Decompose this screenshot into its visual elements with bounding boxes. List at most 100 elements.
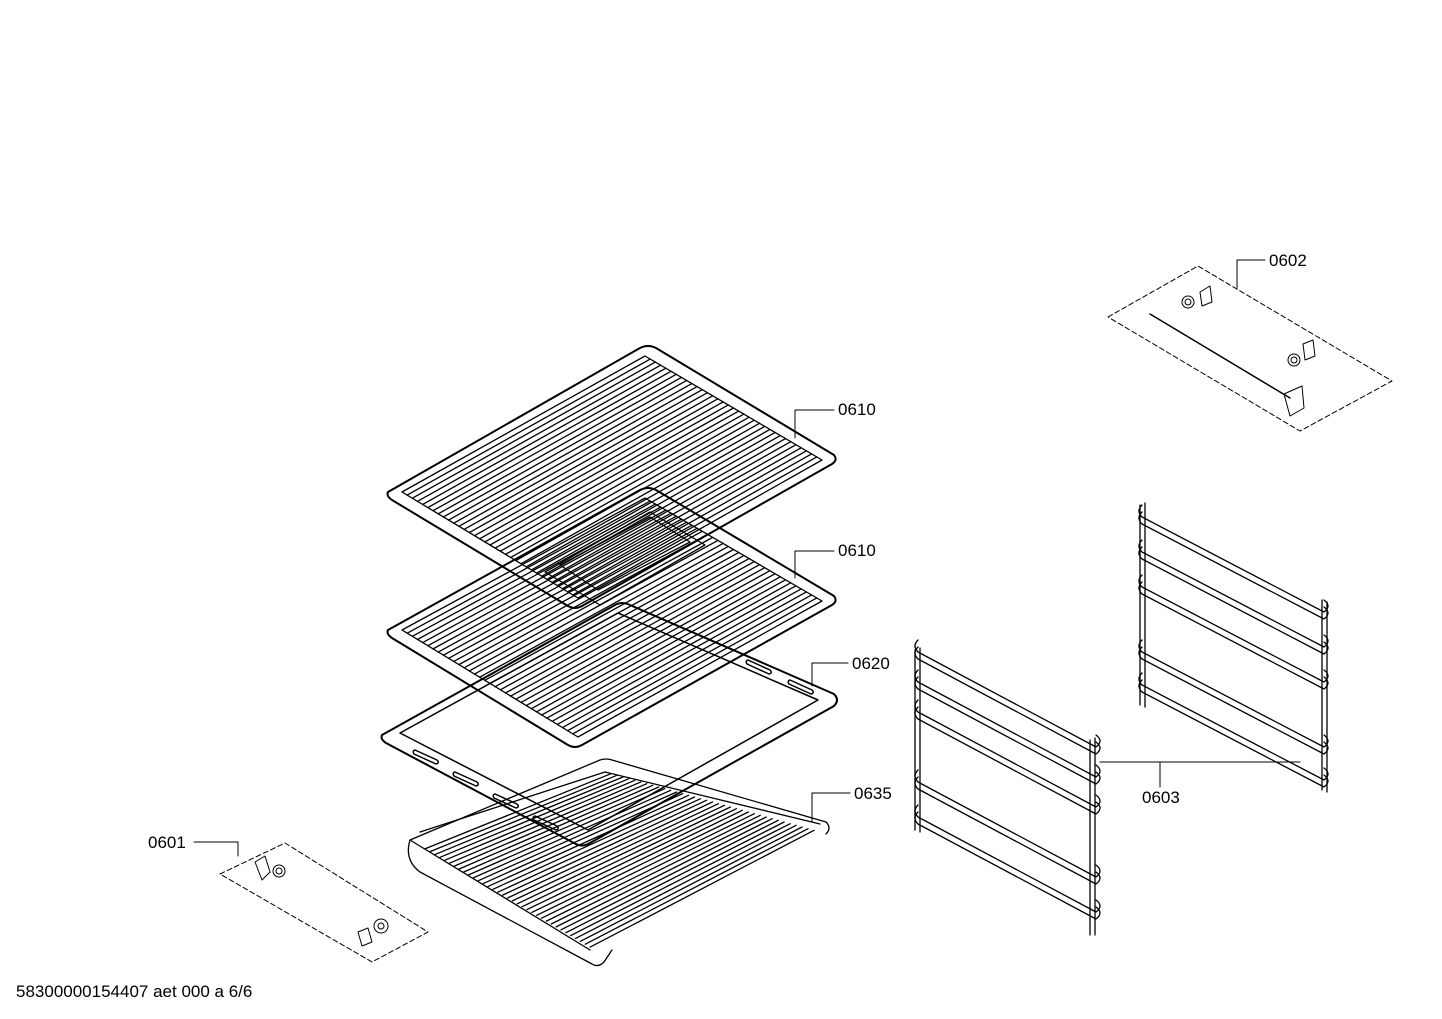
rack-bar xyxy=(561,450,808,590)
rack-bar xyxy=(504,557,750,694)
rack-bar xyxy=(536,811,749,916)
rack-bar xyxy=(442,379,688,518)
side-rail xyxy=(1138,646,1329,755)
rack-bar xyxy=(551,585,797,722)
side-rail xyxy=(914,769,1101,878)
rack-bar xyxy=(427,512,672,647)
rack-bar xyxy=(565,821,785,934)
rack-bar xyxy=(467,788,666,876)
rack-bar xyxy=(416,364,662,503)
rack-bar xyxy=(520,567,766,704)
rack-bar xyxy=(447,524,693,659)
side-rail xyxy=(1138,546,1329,655)
rack-bar xyxy=(438,778,630,859)
tray-slot xyxy=(452,771,480,787)
rack-bar xyxy=(530,431,776,571)
callout-lower-rack: 0610 xyxy=(838,541,876,560)
rack-bar xyxy=(525,428,771,568)
side-rail xyxy=(1138,539,1329,648)
side-rail xyxy=(914,811,1101,920)
rack-bar xyxy=(506,801,714,899)
side-rail xyxy=(1138,574,1329,683)
side-rail xyxy=(914,804,1101,913)
rack-bar xyxy=(574,824,797,940)
rack-bar xyxy=(468,536,714,672)
rack-bar xyxy=(540,813,755,919)
rack-bar xyxy=(579,826,803,942)
side-rail xyxy=(1138,511,1329,620)
side-rail xyxy=(914,706,1101,815)
rack-bar xyxy=(458,784,654,870)
rack-bar xyxy=(453,783,648,867)
rack-bar xyxy=(484,545,729,682)
rack-bar xyxy=(494,410,740,549)
rack-bar xyxy=(525,570,771,707)
rack-bar xyxy=(556,447,802,587)
callout-wire-grid: 0635 xyxy=(854,784,892,803)
rack-bar xyxy=(546,440,792,580)
rack-bar xyxy=(473,539,719,675)
rack-bar xyxy=(448,781,642,864)
rack-bar xyxy=(453,385,698,524)
rack-bar xyxy=(432,373,677,512)
tray-slot xyxy=(532,815,560,831)
rack-bar xyxy=(411,361,657,499)
side-rail xyxy=(914,646,1101,755)
clip-kit-right xyxy=(1107,265,1393,432)
rack-bar xyxy=(453,527,698,663)
leader-lines xyxy=(193,259,1301,857)
callout-upper-rack: 0610 xyxy=(838,400,876,419)
rack-bar xyxy=(572,456,818,596)
rack-bar xyxy=(468,395,714,534)
rack-bar xyxy=(447,382,693,521)
side-rail xyxy=(1138,581,1329,690)
rack-bar xyxy=(521,806,732,908)
rack-bar xyxy=(510,419,755,559)
side-rail xyxy=(914,676,1101,785)
rack-bar xyxy=(472,789,672,879)
lower-wire-rack xyxy=(386,487,837,748)
rack-bar xyxy=(489,407,735,546)
rack-bar xyxy=(566,453,813,593)
rack-bar xyxy=(556,588,802,726)
side-rail xyxy=(914,776,1101,885)
callout-side-racks: 0603 xyxy=(1142,788,1180,807)
rack-bar xyxy=(487,794,690,888)
side-rail xyxy=(914,669,1101,778)
rack-bar xyxy=(545,814,761,922)
rack-bar xyxy=(406,358,651,496)
rack-bar xyxy=(442,521,688,656)
rack-bar xyxy=(478,401,724,540)
rack-bar xyxy=(526,808,738,911)
rack-bar xyxy=(546,582,792,719)
rack-bar xyxy=(530,573,776,710)
rack-bar xyxy=(572,597,818,735)
side-rail xyxy=(914,639,1101,748)
callout-tray: 0620 xyxy=(852,654,890,673)
rack-bar xyxy=(482,793,684,885)
rack-bar xyxy=(437,518,683,653)
rack-bar xyxy=(560,819,779,931)
rack-bar xyxy=(484,404,729,543)
callout-clips-left: 0601 xyxy=(148,833,186,852)
clip-kit-left xyxy=(219,842,429,963)
rack-bar xyxy=(427,370,672,509)
rack-bar xyxy=(422,367,667,506)
rack-bar xyxy=(561,591,808,729)
rack-bar xyxy=(504,416,750,556)
rack-bar xyxy=(429,774,618,853)
side-rail xyxy=(1138,639,1329,748)
rack-bar xyxy=(463,392,709,531)
rack-bar xyxy=(499,554,745,691)
rack-bar xyxy=(497,798,702,893)
rack-bar xyxy=(566,594,813,732)
left-side-rack xyxy=(914,639,1101,936)
right-side-rack xyxy=(1138,502,1329,793)
rack-bar xyxy=(473,398,719,537)
rack-bar xyxy=(511,803,720,902)
rack-bar xyxy=(432,515,677,650)
rack-bar xyxy=(433,776,624,856)
side-rail xyxy=(1138,679,1329,788)
wire-grid-shelf xyxy=(407,758,830,967)
